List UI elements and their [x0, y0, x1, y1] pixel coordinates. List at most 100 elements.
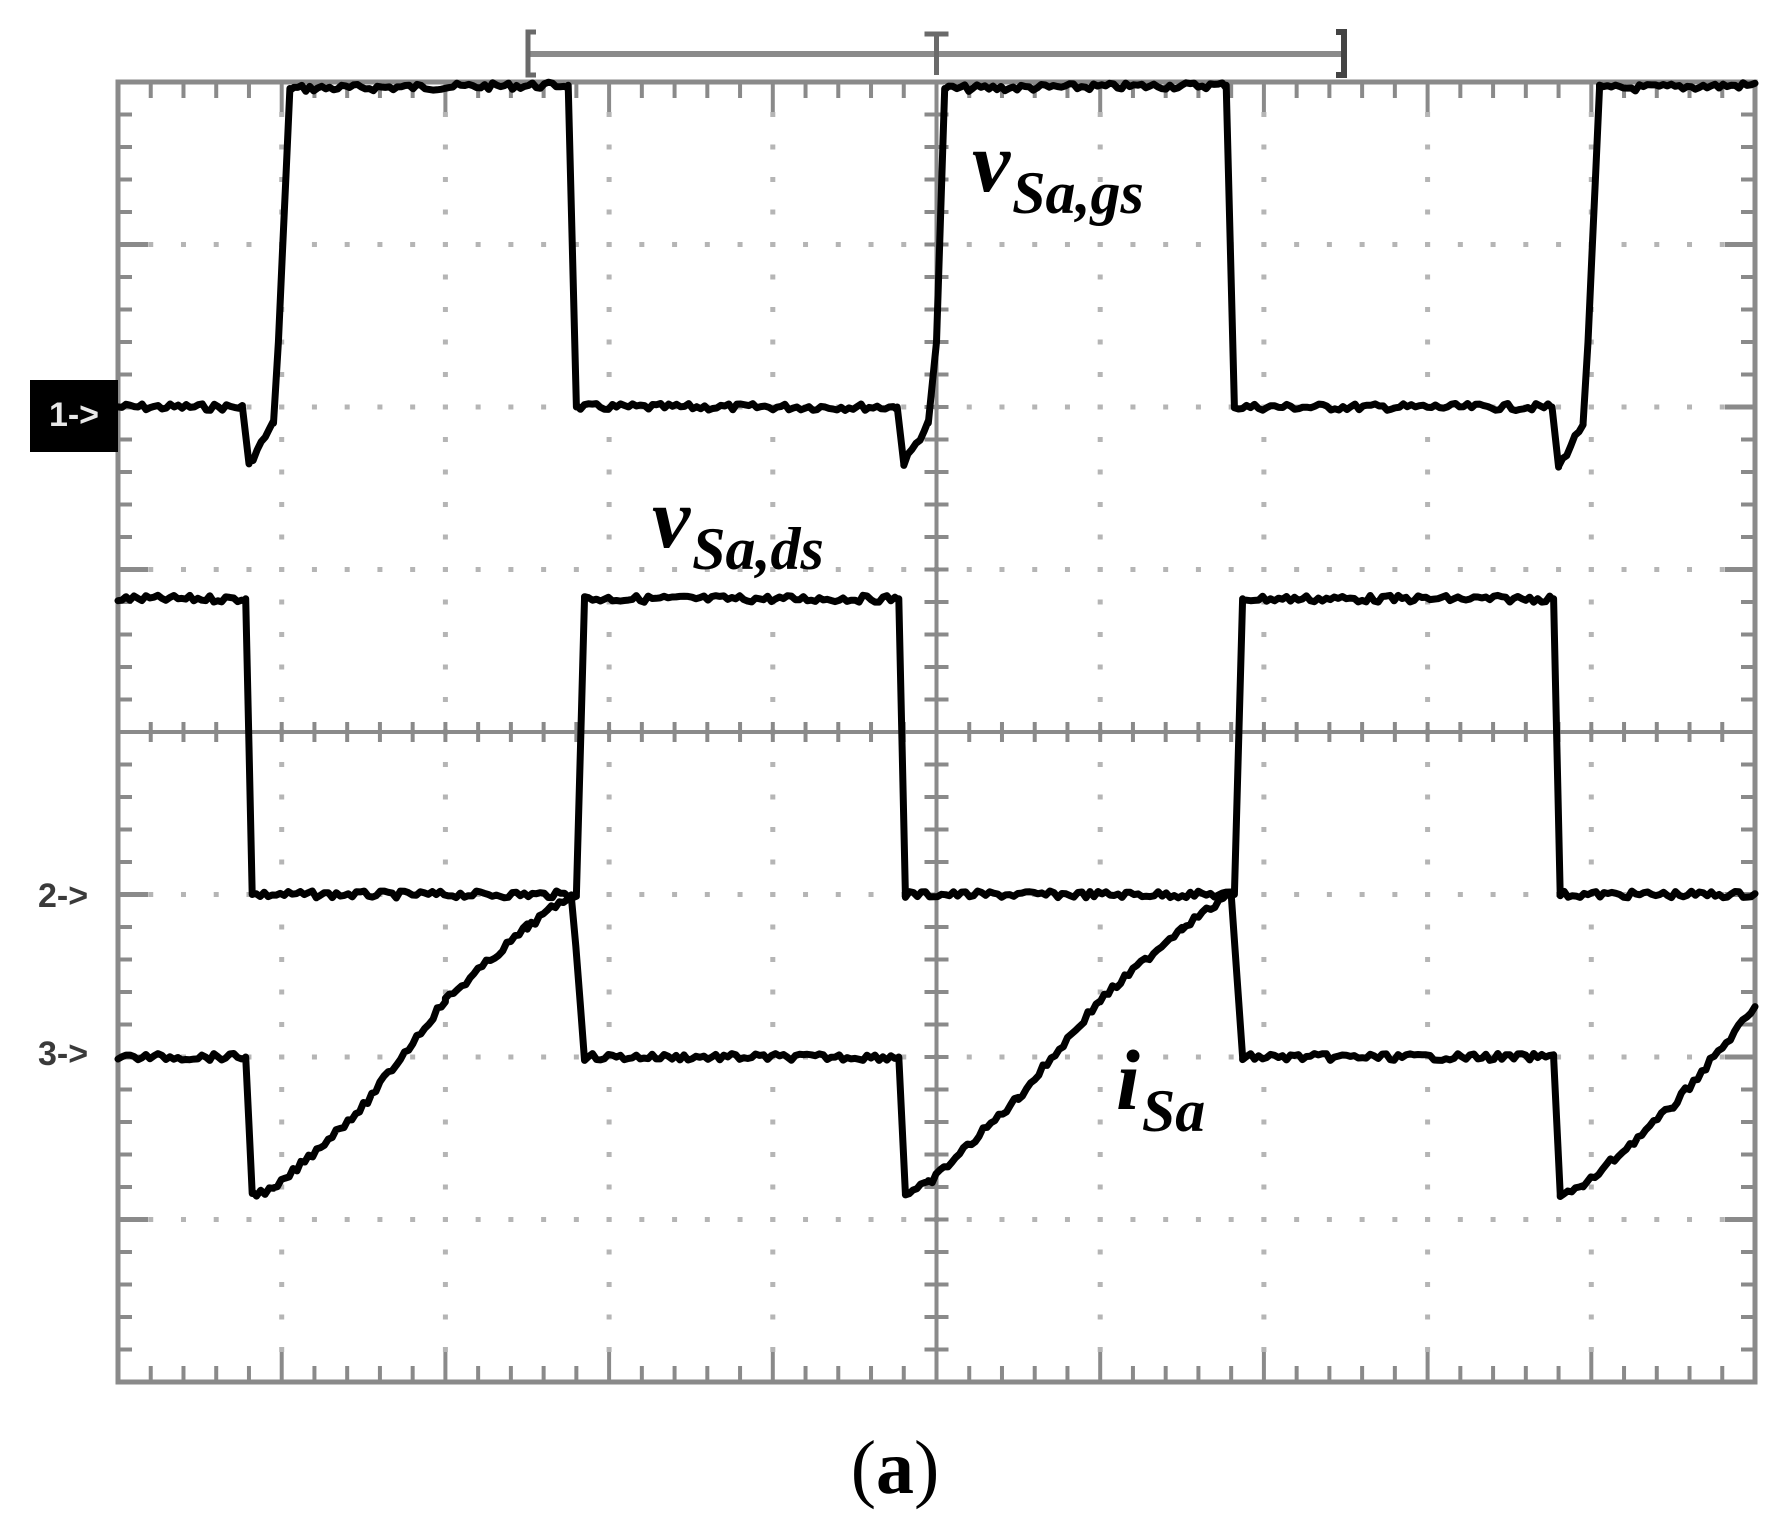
grid-dot — [1621, 404, 1627, 410]
grid-dot — [1654, 567, 1660, 572]
grid-dot — [442, 1282, 448, 1287]
grid-dot — [508, 1054, 514, 1060]
grid-dot — [606, 664, 612, 670]
grid-dot — [868, 242, 874, 247]
grid-dot — [901, 1217, 907, 1222]
grid-dot — [442, 1087, 448, 1092]
grid-dot — [1097, 144, 1103, 150]
grid-dot — [1261, 827, 1267, 832]
grid-dot — [442, 1184, 448, 1190]
grid-dot — [442, 567, 448, 572]
grid-dot — [344, 1054, 350, 1060]
grid-dot — [1687, 242, 1693, 247]
grid-dot — [1588, 794, 1594, 800]
figure-caption: (a) — [840, 1425, 950, 1512]
grid-dot — [1588, 144, 1594, 150]
grid-dot — [1261, 957, 1267, 962]
grid-dot — [311, 1054, 317, 1060]
grid-dot — [1588, 1087, 1594, 1092]
grid-dot — [1261, 632, 1267, 637]
grid-dot — [1261, 437, 1267, 442]
grid-dot — [770, 502, 776, 507]
grid-dot — [1490, 892, 1496, 897]
grid-dot — [672, 1217, 678, 1222]
grid-dot — [868, 1217, 874, 1222]
grid-dot — [1261, 989, 1267, 995]
grid-dot — [1588, 697, 1594, 702]
grid-dot — [1425, 957, 1431, 962]
grid-dot — [1261, 1119, 1267, 1125]
grid-dot — [410, 404, 416, 410]
grid-dot — [475, 1217, 481, 1222]
grid-dot — [770, 307, 776, 312]
grid-dot — [606, 924, 612, 930]
grid-dot — [377, 567, 383, 572]
grid-dot — [1261, 1022, 1267, 1027]
graticule-frame — [115, 79, 1758, 1385]
grid-dot — [803, 1217, 809, 1222]
grid-dot — [1261, 144, 1267, 150]
grid-dot — [1163, 1054, 1169, 1060]
channel-3-marker: 3-> — [38, 1034, 88, 1074]
grid-dot — [1687, 1217, 1693, 1222]
grid-dot — [1261, 1347, 1267, 1352]
grid-dot — [279, 1119, 285, 1125]
grid-dot — [606, 372, 612, 377]
grid-dot — [1425, 1347, 1431, 1352]
grid-dot — [279, 1087, 285, 1092]
grid-dot — [1097, 242, 1103, 247]
grid-dot — [279, 827, 285, 832]
grid-dot — [279, 599, 285, 605]
grid-dot — [639, 892, 645, 897]
grid-dot — [279, 697, 285, 702]
grid-dot — [1097, 307, 1103, 312]
grid-dot — [1588, 1152, 1594, 1157]
grid-dot — [1621, 242, 1627, 247]
grid-dot — [410, 567, 416, 572]
grid-dot — [770, 1282, 776, 1287]
grid-dot — [442, 924, 448, 930]
caption-close: ) — [914, 1426, 940, 1510]
grid-dot — [1588, 534, 1594, 540]
grid-dot — [1097, 1054, 1103, 1060]
grid-dot — [442, 534, 448, 540]
grid-dot — [1163, 1217, 1169, 1222]
grid-dot — [1523, 567, 1529, 572]
grid-dot — [1687, 404, 1693, 410]
grid-dot — [1425, 892, 1431, 897]
grid-dot — [901, 567, 907, 572]
grid-dot — [770, 144, 776, 150]
grid-dot — [475, 404, 481, 410]
grid-dot — [442, 437, 448, 442]
grid-dot — [1425, 209, 1431, 215]
grid-dot — [1261, 697, 1267, 702]
grid-dot — [1425, 177, 1431, 182]
grid-dot — [1425, 1119, 1431, 1125]
grid-dot — [901, 242, 907, 247]
grid-dot — [279, 924, 285, 930]
grid-dot — [1097, 924, 1103, 930]
grid-dot — [1261, 1217, 1267, 1222]
grid-dot — [1097, 989, 1103, 995]
grid-dot — [770, 437, 776, 442]
grid-dot — [1097, 339, 1103, 345]
grid-dot — [1588, 827, 1594, 832]
grid-dot — [606, 567, 612, 572]
grid-dot — [1588, 1314, 1594, 1320]
grid-dot — [541, 1217, 547, 1222]
grid-dot — [442, 307, 448, 312]
grid-dot — [999, 404, 1005, 410]
grid-dot — [999, 242, 1005, 247]
grid-dot — [606, 177, 612, 182]
grid-dot — [1097, 1022, 1103, 1027]
grid-dot — [606, 534, 612, 540]
grid-dot — [770, 1184, 776, 1190]
grid-dot — [180, 1217, 186, 1222]
grid-dot — [311, 404, 317, 410]
grid-dot — [1064, 567, 1070, 572]
grid-dot — [213, 567, 219, 572]
grid-dot — [1392, 1217, 1398, 1222]
grid-dot — [541, 404, 547, 410]
grid-dot — [770, 794, 776, 800]
